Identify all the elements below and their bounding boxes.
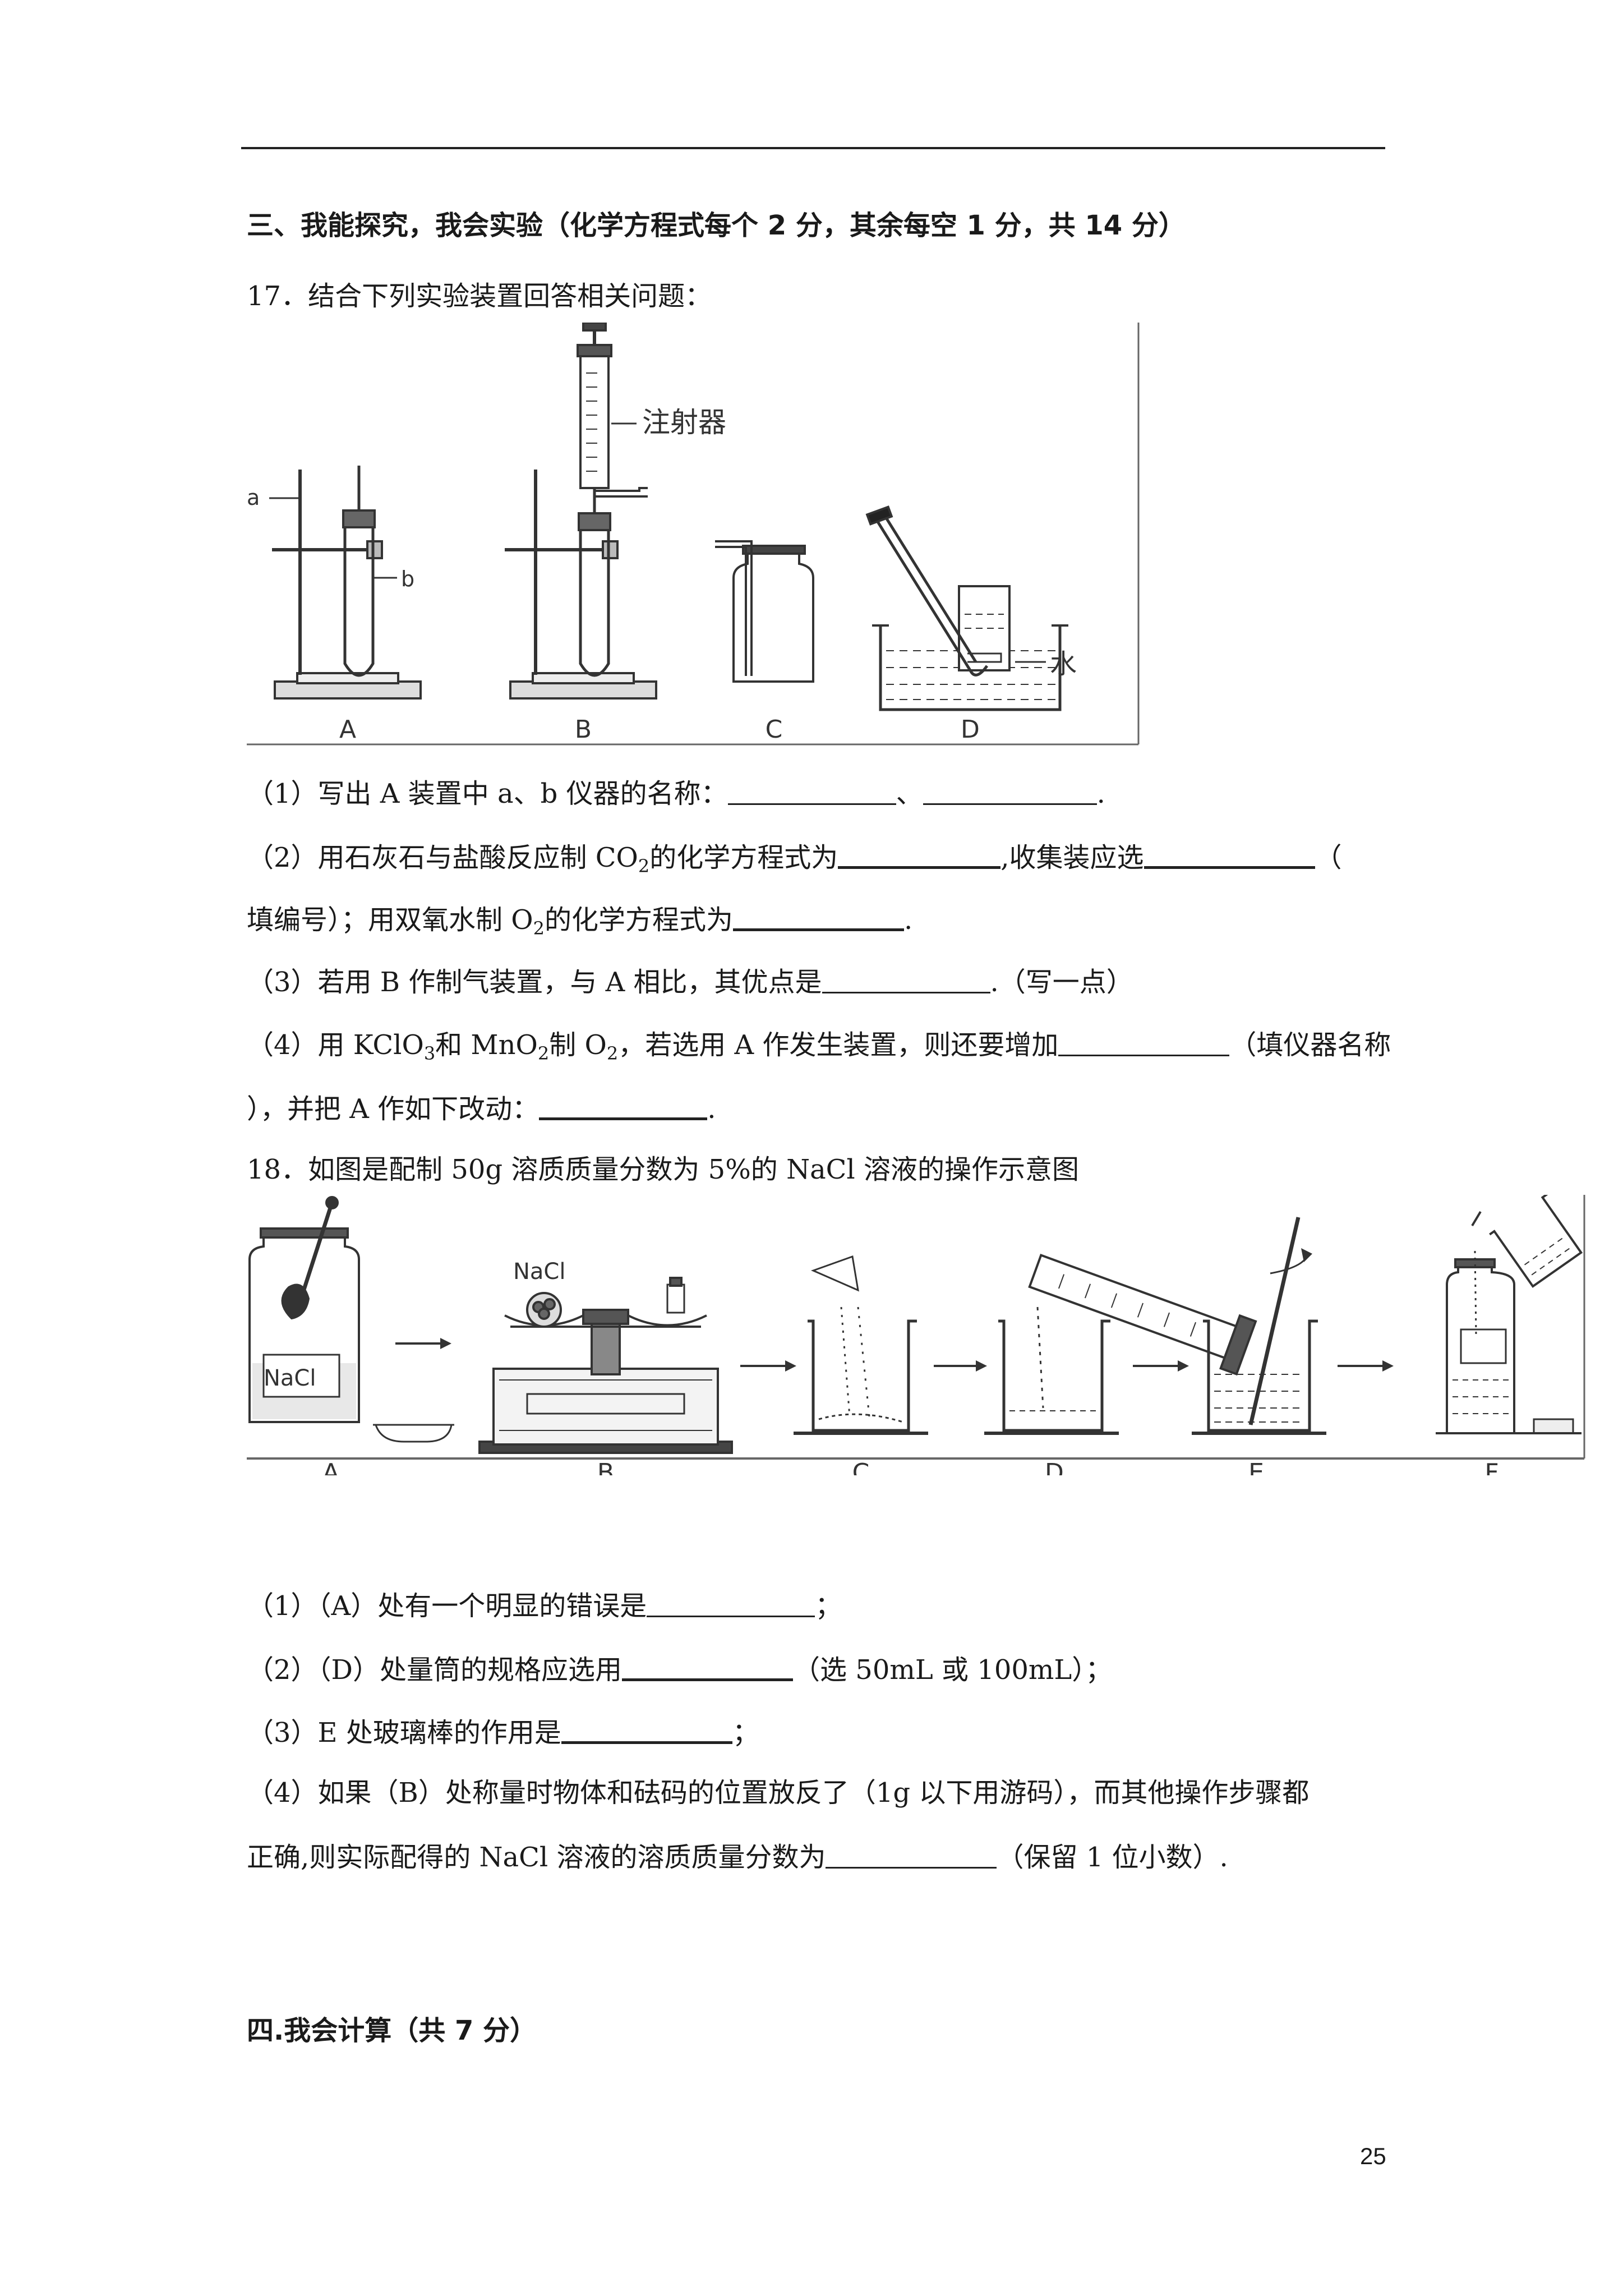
label-step-e: E — [1248, 1458, 1264, 1475]
q17-part2-line1: （2）用石灰石与盐酸反应制 CO2的化学方程式为,收集装应选（ — [247, 838, 1342, 875]
page-number: 25 — [1360, 2143, 1386, 2169]
q17-part4-line2: ），并把 A 作如下改动：. — [247, 1089, 716, 1126]
label-b: b — [401, 567, 414, 591]
label-water: 水 — [1050, 648, 1077, 680]
label-nacl-jar: NaCl — [264, 1365, 316, 1391]
apparatus-b — [505, 323, 657, 700]
answer-blank[interactable] — [923, 775, 1097, 805]
step-a-reagent-jar — [248, 1196, 454, 1443]
label-a: a — [247, 485, 260, 510]
q17-part3: （3）若用 B 作制气装置，与 A 相比，其优点是.（写一点） — [247, 964, 1133, 999]
step-c-beaker-solid — [794, 1255, 928, 1435]
step-f-reagent-bottle — [1436, 1195, 1583, 1434]
answer-blank[interactable] — [622, 1650, 794, 1681]
q18-procedure-figure: NaCl NaCl A B C D E F — [247, 1195, 1593, 1475]
label-step-b: B — [597, 1458, 614, 1475]
header-rule — [241, 147, 1385, 149]
label-step-d: D — [1045, 1458, 1064, 1475]
section-4-title: 四.我会计算（共 7 分） — [247, 2015, 537, 2046]
answer-blank[interactable] — [733, 900, 904, 931]
answer-blank[interactable] — [826, 1839, 997, 1869]
q17-part2-line2: 填编号）；用双氧水制 O2的化学方程式为. — [247, 900, 912, 937]
step-d-cylinder-pour — [984, 1254, 1257, 1435]
answer-blank[interactable] — [1144, 838, 1315, 869]
label-step-c: C — [852, 1458, 870, 1475]
step-e-stirring — [1192, 1217, 1326, 1435]
answer-blank[interactable] — [727, 775, 896, 805]
q17-apparatus-figure: a b 注射器 水 A B C D — [247, 323, 1144, 749]
label-step-f: F — [1484, 1458, 1498, 1475]
q17-stem: 17．结合下列实验装置回答相关问题： — [247, 280, 712, 312]
answer-blank[interactable] — [822, 964, 990, 993]
q17-part4-line1: （4）用 KClO3和 MnO2制 O2，若选用 A 作发生装置，则还要增加（填… — [247, 1027, 1391, 1062]
answer-blank[interactable] — [539, 1089, 708, 1120]
q17-part1: （1）写出 A 装置中 a、b 仪器的名称：、. — [247, 775, 1105, 811]
label-apparatus-b: B — [575, 715, 592, 744]
answer-blank[interactable] — [838, 838, 1001, 869]
label-nacl-balance: NaCl — [513, 1259, 565, 1285]
label-apparatus-c: C — [766, 715, 783, 744]
q18-part2: （2）（D）处量筒的规格应选用（选 50mL 或 100mL）； — [247, 1650, 1112, 1687]
answer-blank[interactable] — [561, 1713, 732, 1744]
q18-part4-line2: 正确,则实际配得的 NaCl 溶液的溶质质量分数为（保留 1 位小数）. — [247, 1839, 1228, 1874]
answer-blank[interactable] — [1058, 1027, 1230, 1056]
answer-blank[interactable] — [647, 1588, 815, 1617]
apparatus-a — [269, 466, 422, 700]
apparatus-c — [715, 540, 814, 683]
apparatus-d — [865, 505, 1068, 711]
q18-part4-line1: （4）如果（B）处称量时物体和砝码的位置放反了（1g 以下用游码），而其他操作步… — [247, 1777, 1310, 1809]
label-apparatus-d: D — [961, 715, 980, 744]
q18-part3: （3）E 处玻璃棒的作用是； — [247, 1713, 759, 1750]
label-step-a: A — [322, 1458, 339, 1475]
step-b-balance — [478, 1277, 733, 1454]
section-3-title: 三、我能探究，我会实验（化学方程式每个 2 分，其余每空 1 分，共 14 分） — [247, 210, 1186, 241]
q18-stem: 18．如图是配制 50g 溶质质量分数为 5%的 NaCl 溶液的操作示意图 — [247, 1154, 1080, 1185]
label-apparatus-a: A — [339, 715, 356, 744]
label-syringe: 注射器 — [642, 406, 726, 439]
q18-part1: （1）（A）处有一个明显的错误是； — [247, 1588, 842, 1623]
